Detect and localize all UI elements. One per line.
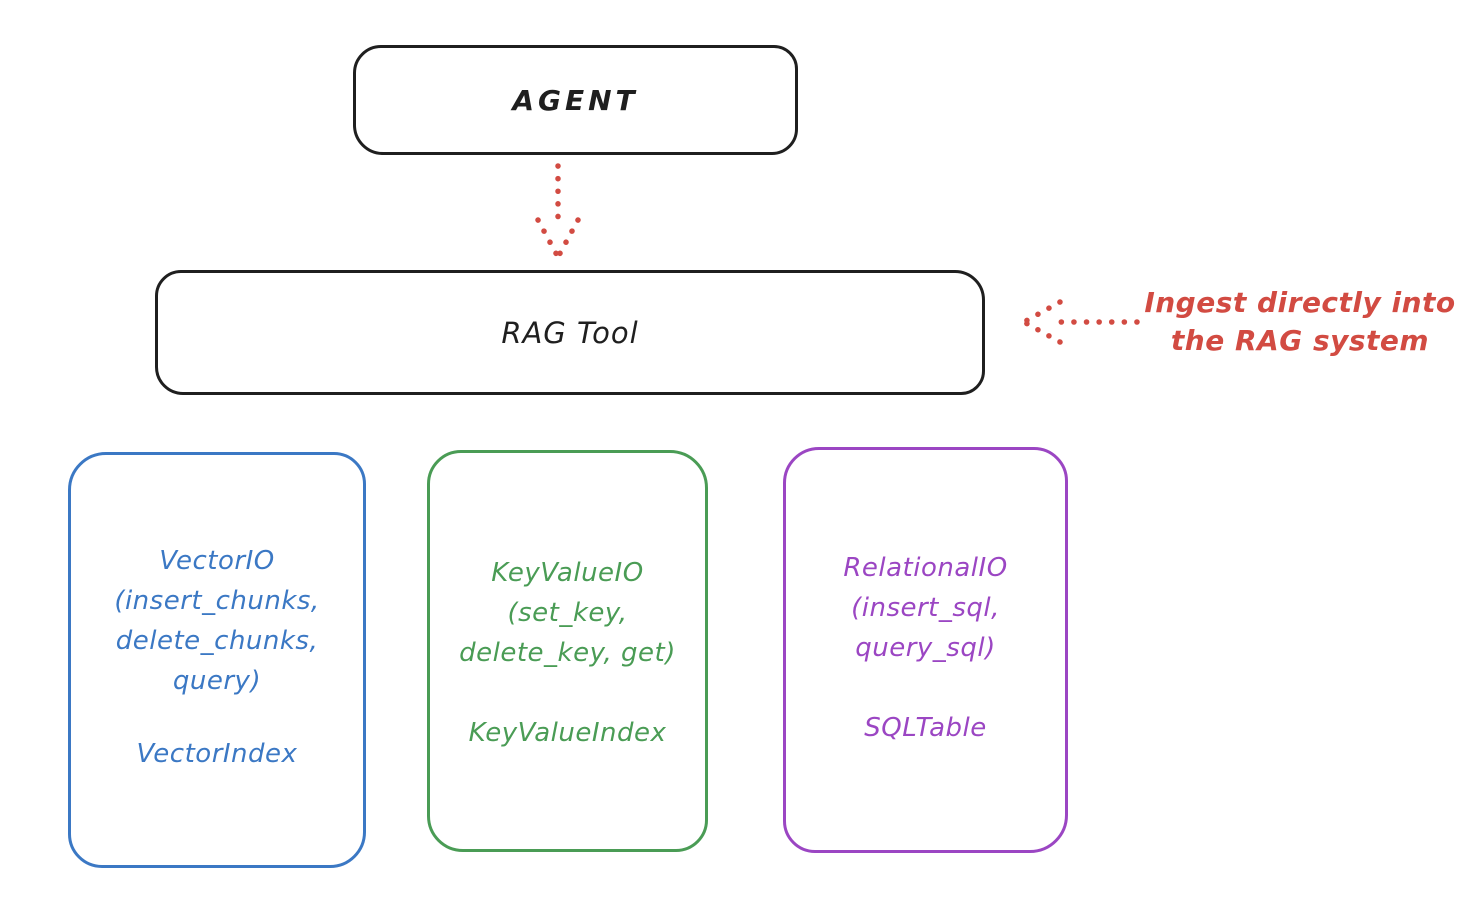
sql-table-label: SQLTable bbox=[864, 713, 987, 743]
vector-io-param-line: (insert_chunks, bbox=[114, 586, 320, 616]
vector-io-box: VectorIO (insert_chunks, delete_chunks, … bbox=[68, 452, 366, 868]
vector-io-title: VectorIO bbox=[159, 546, 275, 576]
keyvalue-io-param-line: (set_key, bbox=[507, 598, 628, 628]
dotted-arrow-down-icon bbox=[535, 163, 581, 260]
agent-box: AGENT bbox=[353, 45, 798, 155]
keyvalue-io-box: KeyValueIO (set_key, delete_key, get) Ke… bbox=[427, 450, 708, 852]
relational-io-param-line: (insert_sql, bbox=[851, 593, 1000, 623]
dotted-arrow-left-icon bbox=[1021, 299, 1140, 345]
relational-io-param-line: query_sql) bbox=[855, 633, 996, 663]
keyvalue-io-param-line: delete_key, get) bbox=[459, 638, 676, 668]
vector-io-param-line: delete_chunks, bbox=[115, 626, 319, 656]
keyvalue-io-title: KeyValueIO bbox=[491, 558, 644, 588]
ingest-annotation: Ingest directly into the RAG system bbox=[1130, 284, 1470, 360]
ingest-annotation-line1: Ingest directly into bbox=[1144, 286, 1456, 319]
vector-io-param-line: query) bbox=[172, 666, 262, 696]
rag-tool-label: RAG Tool bbox=[501, 315, 639, 350]
vector-index-label: VectorIndex bbox=[136, 739, 298, 769]
relational-io-title: RelationalIO bbox=[843, 553, 1008, 583]
keyvalue-index-label: KeyValueIndex bbox=[468, 718, 667, 748]
relational-io-box: RelationalIO (insert_sql, query_sql) SQL… bbox=[783, 447, 1068, 853]
rag-tool-box: RAG Tool bbox=[155, 270, 985, 395]
agent-label: AGENT bbox=[512, 83, 639, 117]
ingest-annotation-line2: the RAG system bbox=[1170, 324, 1430, 357]
